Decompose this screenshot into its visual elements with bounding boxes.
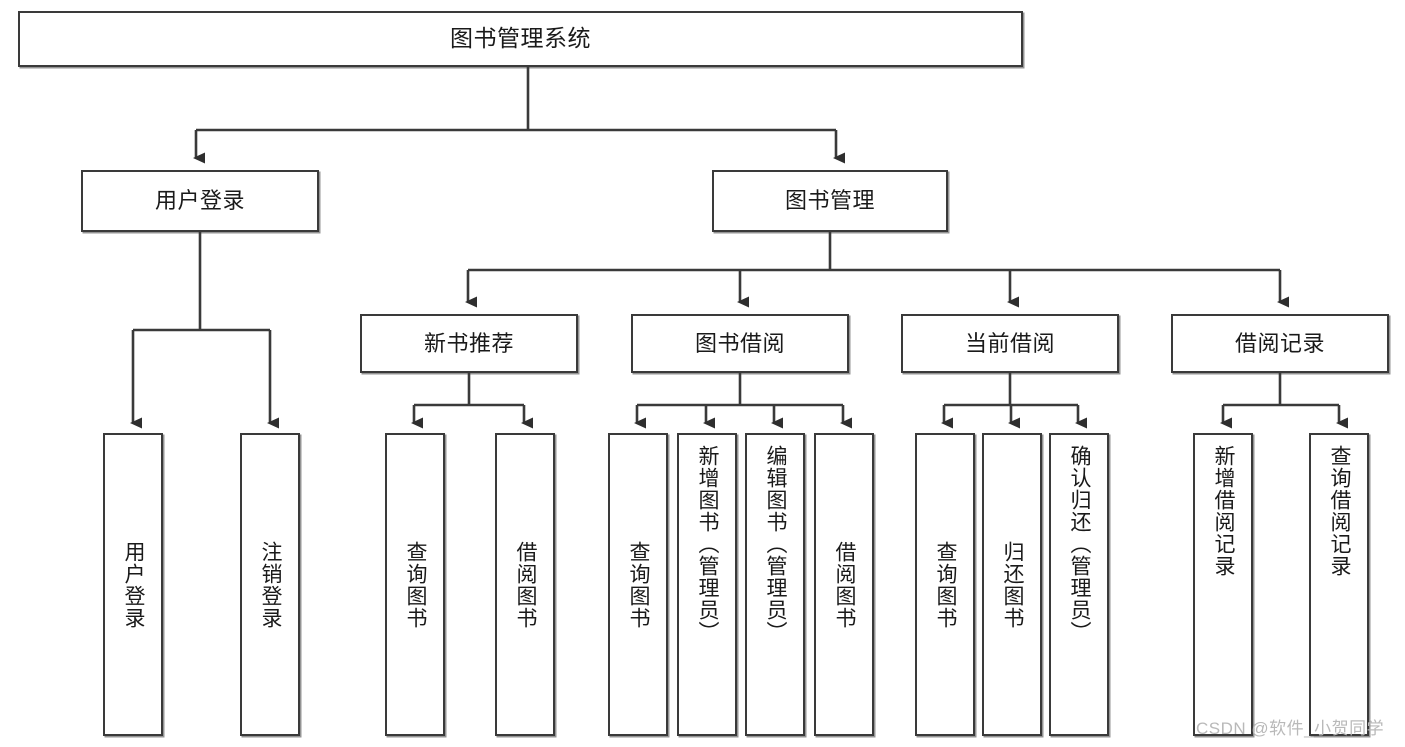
leaf-current-confirm-return-admin[interactable]: 确认归还（管理员）	[1049, 433, 1109, 736]
node-label: 用户登录	[121, 540, 145, 629]
leaf-borrow-add-book-admin[interactable]: 新增图书（管理员）	[677, 433, 737, 736]
leaf-current-return-book[interactable]: 归还图书	[982, 433, 1042, 736]
node-label: 图书管理	[784, 188, 875, 214]
node-label: 查询图书	[933, 540, 957, 629]
node-label: 查询图书	[403, 540, 427, 629]
leaf-recommend-query-book[interactable]: 查询图书	[385, 433, 445, 736]
node-label: 图书管理系统	[450, 25, 591, 52]
node-label: 归还图书	[1000, 540, 1024, 629]
node-user-login[interactable]: 用户登录	[81, 170, 319, 232]
node-label: 注销登录	[258, 540, 282, 629]
csdn-watermark: CSDN @软件_小贺同学	[1196, 719, 1385, 738]
node-label: 借阅图书	[513, 540, 537, 629]
node-label: 借阅图书	[832, 540, 856, 629]
node-book-management[interactable]: 图书管理	[712, 170, 948, 232]
leaf-recommend-borrow-book[interactable]: 借阅图书	[495, 433, 555, 736]
node-label: 当前借阅	[964, 330, 1055, 356]
node-label: 借阅记录	[1234, 330, 1325, 356]
node-label: 图书借阅	[694, 330, 785, 356]
node-label: 用户登录	[154, 188, 245, 214]
node-current-borrow[interactable]: 当前借阅	[901, 314, 1119, 373]
leaf-borrow-query-book[interactable]: 查询图书	[608, 433, 668, 736]
leaf-borrow-edit-book-admin[interactable]: 编辑图书（管理员）	[745, 433, 805, 736]
node-label: 查询图书	[626, 540, 650, 629]
leaf-user-login-login[interactable]: 用户登录	[103, 433, 163, 736]
node-book-borrow[interactable]: 图书借阅	[631, 314, 849, 373]
node-root-book-management-system[interactable]: 图书管理系统	[18, 11, 1023, 67]
node-borrow-record[interactable]: 借阅记录	[1171, 314, 1389, 373]
leaf-borrow-borrow-book[interactable]: 借阅图书	[814, 433, 874, 736]
leaf-current-query-book[interactable]: 查询图书	[915, 433, 975, 736]
node-label: 新增图书（管理员）	[695, 445, 719, 643]
leaf-record-query-record[interactable]: 查询借阅记录	[1309, 433, 1369, 736]
node-label: 查询借阅记录	[1327, 445, 1351, 577]
node-label: 编辑图书（管理员）	[763, 445, 787, 643]
leaf-user-login-logout[interactable]: 注销登录	[240, 433, 300, 736]
node-new-book-recommend[interactable]: 新书推荐	[360, 314, 578, 373]
node-label: 新增借阅记录	[1211, 445, 1235, 577]
node-label: 确认归还（管理员）	[1067, 445, 1091, 643]
node-label: 新书推荐	[423, 330, 514, 356]
leaf-record-add-record[interactable]: 新增借阅记录	[1193, 433, 1253, 736]
